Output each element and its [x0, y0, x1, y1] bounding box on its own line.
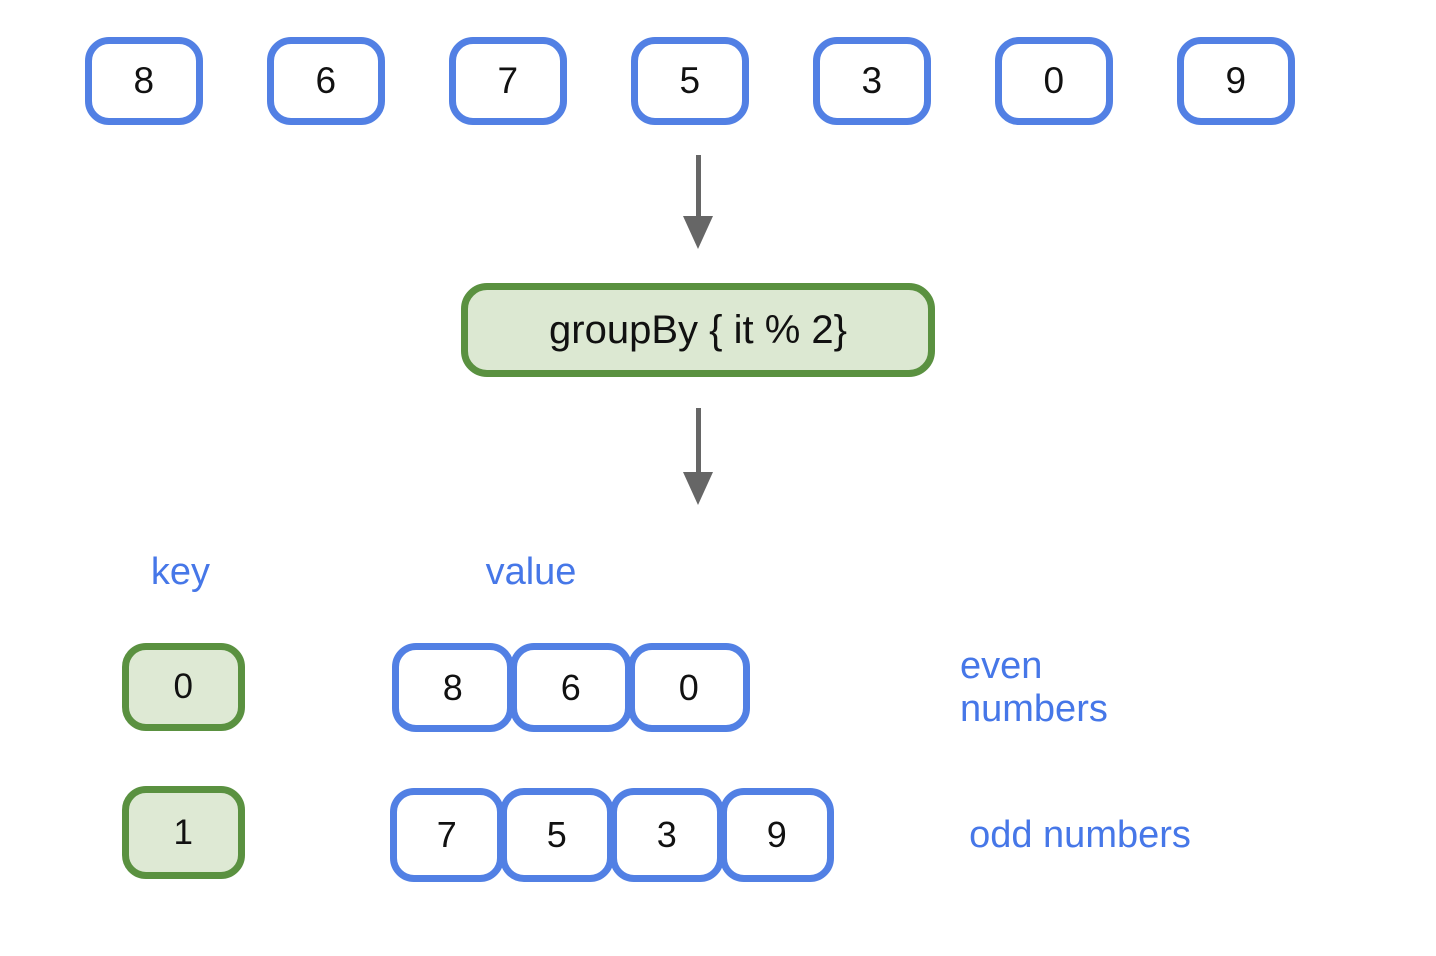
down-arrow-icon — [683, 408, 713, 505]
input-box: 6 — [267, 37, 385, 125]
value-list-even: 8 6 0 — [392, 643, 750, 732]
arrow-shaft — [695, 408, 701, 472]
group-annotation-even: even numbers — [960, 644, 1108, 730]
value-box: 7 — [390, 788, 504, 882]
value-box: 5 — [500, 788, 614, 882]
down-arrow-icon — [683, 155, 713, 249]
input-list: 8 6 7 5 3 0 9 — [85, 37, 1295, 125]
value-header-label: value — [485, 550, 577, 593]
value-box: 8 — [392, 643, 514, 732]
input-box: 3 — [813, 37, 931, 125]
arrow-shaft — [695, 155, 701, 216]
key-header-label: key — [150, 550, 211, 593]
input-box: 0 — [995, 37, 1113, 125]
input-box: 5 — [631, 37, 749, 125]
value-box: 9 — [720, 788, 834, 882]
input-box: 7 — [449, 37, 567, 125]
arrow-head — [683, 472, 713, 505]
arrow-head — [683, 216, 713, 249]
groupby-operation-box: groupBy { it % 2} — [461, 283, 935, 377]
key-box-odd: 1 — [122, 786, 245, 879]
value-box: 3 — [610, 788, 724, 882]
value-list-odd: 7 5 3 9 — [390, 788, 834, 882]
key-box-even: 0 — [122, 643, 245, 731]
input-box: 9 — [1177, 37, 1295, 125]
value-box: 6 — [510, 643, 632, 732]
value-box: 0 — [628, 643, 750, 732]
input-box: 8 — [85, 37, 203, 125]
group-annotation-odd: odd numbers — [969, 813, 1191, 856]
